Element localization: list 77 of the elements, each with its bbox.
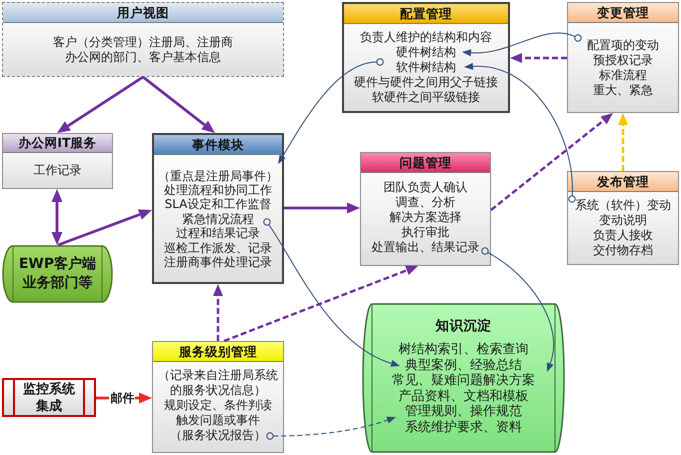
box-text: （记录来自注册局系统的服务状况信息） (157, 368, 279, 398)
box-text: 负责人维护的结构和内容 (360, 30, 492, 44)
cylinder-title: 知识沉淀 (436, 317, 492, 335)
box-title: 办公网IT服务 (3, 134, 112, 153)
box-text: 解决方案选择 (390, 210, 462, 225)
titled-box (2, 133, 113, 189)
titled-box (152, 341, 284, 453)
arrow (490, 113, 613, 211)
box-text: 产品资料、文档和模板 (398, 388, 528, 404)
titled-box (152, 133, 284, 284)
box-title: 事件模块 (154, 135, 282, 155)
box-title: 服务级别管理 (153, 342, 283, 362)
arrow (510, 53, 567, 63)
box-text: 管理规则、操作规范 (405, 404, 522, 420)
titled-box (342, 2, 510, 113)
box-text: 典型案例、经验总结 (405, 358, 522, 373)
arrow (57, 76, 144, 133)
arrow (142, 76, 215, 133)
box-text: 标准流程 (599, 68, 647, 83)
node-label: 监控系统集成 (22, 380, 76, 414)
titled-box (567, 2, 679, 113)
box-text: 系统（软件）变动 (575, 198, 671, 213)
box-text: 执行审批 (402, 225, 450, 240)
arrow (266, 416, 396, 440)
box-text: 巡检工作派发、记录 (164, 240, 272, 255)
box-text: 负责人接收 (593, 228, 653, 243)
box-text: 配置项的变动 (587, 38, 659, 53)
box-text: 系统维护要求、资料 (405, 420, 522, 436)
box-title: 用户视图 (3, 3, 283, 23)
box-text: 重大、紧急 (593, 83, 653, 98)
edge-label: 邮件 (109, 391, 136, 405)
arrow (58, 209, 152, 246)
arrow (52, 189, 62, 245)
box-text: SLA设定和工作监督 (164, 197, 272, 212)
box-text: （重点是注册局事件） (158, 168, 278, 183)
box-text: 软硬件之间平级链接 (372, 90, 480, 104)
node-label: EWP客户端业务部门等 (18, 255, 98, 293)
arrow (481, 247, 554, 372)
box-text: 紧急情况流程 (182, 212, 254, 226)
box-text: 规则设定、条件判读 (164, 398, 272, 413)
cylinder-shape (362, 303, 565, 453)
box-text: 预授权记录 (593, 53, 653, 68)
box-text: 注册商事件处理记录 (164, 254, 272, 270)
box-text: 硬件与硬件之间用父子链接 (354, 74, 498, 90)
box-text: 过程和结果记录 (176, 226, 260, 241)
cylinder-shape (2, 245, 113, 303)
box-text: 调查、分析 (396, 195, 456, 210)
box-text: 常见、疑难问题解决方案 (392, 373, 535, 389)
titled-box (567, 171, 679, 265)
box-text: 处理流程和协同工作 (164, 182, 272, 198)
box-text: 树结构索引、检索查询 (398, 342, 528, 358)
box-text: 办公网的部门、客户基本信息 (65, 50, 221, 64)
arrow (618, 113, 628, 171)
box-title: 问题管理 (361, 153, 490, 173)
box-title: 变更管理 (568, 3, 678, 23)
box-text: 客户（分类管理）注册局、注册商 (53, 35, 233, 50)
arrow (213, 284, 223, 341)
box-text: 变动说明 (599, 213, 647, 228)
titled-box (360, 152, 491, 266)
box-text: 处置输出、结果记录 (372, 240, 480, 255)
arrow (263, 218, 400, 367)
arrow (464, 62, 576, 203)
box-text: 硬件树结构 (396, 44, 456, 60)
arrow (284, 202, 360, 214)
arrow (224, 266, 418, 342)
box-text: 工作记录 (34, 163, 82, 178)
box-text: 触发问题或事件 (176, 413, 260, 428)
process-box (2, 378, 96, 417)
box-title: 配置管理 (344, 4, 508, 24)
box-title: 发布管理 (568, 172, 678, 192)
arrow (278, 58, 384, 164)
box-text: 团队负责人确认 (384, 180, 468, 195)
arrow (462, 32, 582, 56)
box-text: 交付物存档 (593, 243, 653, 258)
titled-box (2, 2, 284, 77)
box-text: 软件树结构 (396, 60, 456, 74)
box-text: （服务状况报告） (170, 428, 266, 443)
